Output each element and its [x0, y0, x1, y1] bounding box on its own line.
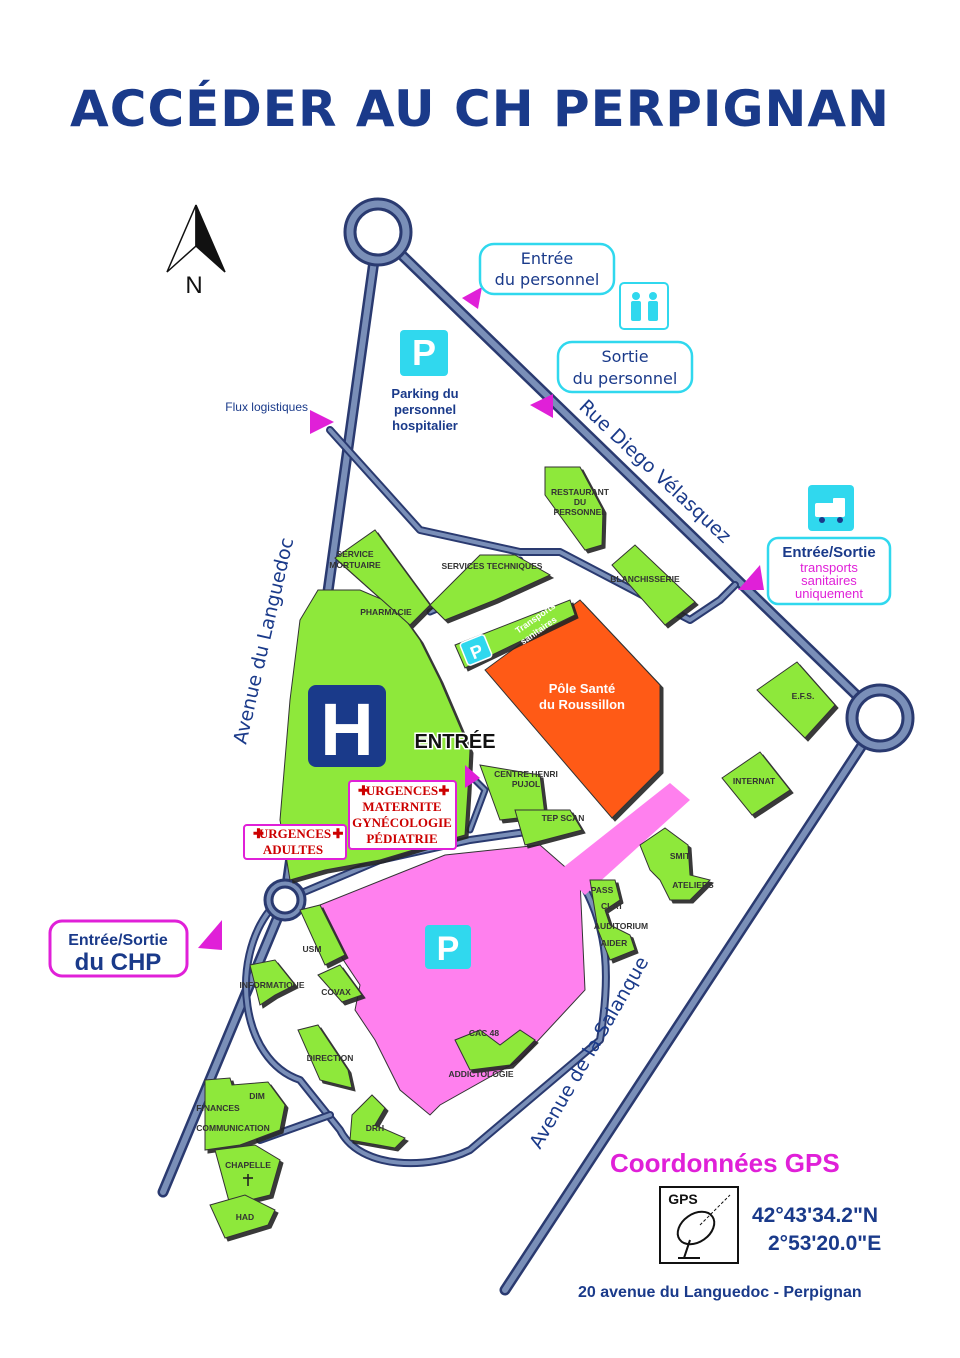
north-arrow-icon: N — [166, 204, 226, 299]
svg-text:H: H — [320, 688, 373, 771]
page-title: ACCÉDER AU CH PERPIGNAN — [70, 80, 890, 138]
arrow-transports — [738, 565, 764, 590]
callout-urgences-maternite: ✚ URGENCES ✚ MATERNITE GYNÉCOLOGIE PÉDIA… — [348, 780, 457, 850]
chapel-cross-icon — [243, 1174, 253, 1186]
svg-text:URGENCES: URGENCES — [259, 826, 331, 841]
svg-text:Sortie: Sortie — [601, 347, 648, 366]
svg-text:DU: DU — [574, 497, 586, 507]
svg-text:ADULTES: ADULTES — [263, 842, 323, 857]
svg-text:SMIT: SMIT — [670, 851, 691, 861]
svg-text:CAC 48: CAC 48 — [469, 1028, 500, 1038]
parking-p-letter: P — [412, 332, 436, 373]
access-arrows — [198, 287, 764, 950]
svg-text:SERVICES TECHNIQUES: SERVICES TECHNIQUES — [442, 561, 543, 571]
entree-label: ENTRÉE — [414, 730, 495, 753]
svg-text:N: N — [185, 272, 202, 299]
svg-text:TEP SCAN: TEP SCAN — [542, 813, 585, 823]
svg-text:hospitalier: hospitalier — [392, 418, 458, 433]
svg-text:✚: ✚ — [333, 826, 344, 841]
svg-text:du personnel: du personnel — [495, 270, 600, 289]
svg-text:DIRECTION: DIRECTION — [307, 1053, 354, 1063]
svg-text:CLAT: CLAT — [601, 901, 624, 911]
svg-text:E.F.S.: E.F.S. — [792, 691, 815, 701]
callout-urgences-adultes: ✚ URGENCES ✚ ADULTES — [243, 824, 347, 860]
svg-text:CHAPELLE: CHAPELLE — [225, 1160, 271, 1170]
svg-text:USM: USM — [303, 944, 322, 954]
avenue-languedoc-label: Avenue du Languedoc — [229, 536, 298, 747]
svg-text:MATERNITE: MATERNITE — [362, 799, 441, 814]
pole-sante-label: Pôle Santé du Roussillon — [539, 681, 625, 712]
callout-entree-sortie-chp: Entrée/Sortie du CHP — [48, 919, 189, 978]
svg-text:URGENCES: URGENCES — [366, 783, 438, 798]
svg-text:GPS: GPS — [668, 1191, 698, 1207]
svg-text:GYNÉCOLOGIE: GYNÉCOLOGIE — [352, 815, 452, 830]
hospital-icon: H — [308, 685, 386, 771]
address: 20 avenue du Languedoc - Perpignan — [578, 1284, 862, 1301]
main-parking-icon: P — [425, 925, 471, 969]
svg-text:FINANCES: FINANCES — [196, 1103, 240, 1113]
flux-logistiques-label: Flux logistiques — [225, 400, 308, 414]
parking-personnel-label: Parking du personnel hospitalier — [391, 386, 458, 433]
svg-text:P: P — [437, 930, 460, 968]
svg-text:Entrée/Sortie: Entrée/Sortie — [782, 544, 875, 561]
svg-text:HAD: HAD — [236, 1212, 254, 1222]
svg-text:PUJOL: PUJOL — [512, 779, 540, 789]
ambulance-icon — [808, 485, 854, 531]
staff-icon — [619, 282, 669, 330]
svg-text:ATELIERS: ATELIERS — [672, 880, 714, 890]
svg-text:COVAX: COVAX — [321, 987, 351, 997]
svg-text:personnel: personnel — [394, 402, 456, 417]
svg-text:du Roussillon: du Roussillon — [539, 697, 625, 712]
svg-text:du personnel: du personnel — [573, 369, 678, 388]
svg-text:Pôle Santé: Pôle Santé — [549, 681, 615, 696]
svg-text:✚: ✚ — [253, 826, 264, 841]
gps-title: Coordonnées GPS — [610, 1148, 840, 1178]
svg-text:MORTUAIRE: MORTUAIRE — [329, 560, 381, 570]
svg-text:INFORMATIQUE: INFORMATIQUE — [239, 980, 304, 990]
svg-text:transports: transports — [800, 560, 858, 575]
arrow-flux-logistiques — [310, 410, 334, 434]
arrow-entree-personnel — [462, 287, 482, 309]
svg-text:DIM: DIM — [249, 1091, 265, 1101]
svg-text:✚: ✚ — [439, 783, 450, 798]
svg-text:uniquement: uniquement — [795, 586, 863, 601]
parking-personnel-icon: P — [400, 330, 448, 376]
gps-longitude: 2°53'20.0"E — [768, 1232, 882, 1255]
svg-text:sanitaires: sanitaires — [801, 573, 857, 588]
small-buildings — [204, 466, 836, 1239]
svg-text:COMMUNICATION: COMMUNICATION — [196, 1123, 270, 1133]
svg-text:SERVICE: SERVICE — [336, 549, 373, 559]
svg-text:du CHP: du CHP — [75, 949, 162, 976]
svg-text:PÉDIATRIE: PÉDIATRIE — [366, 831, 437, 846]
svg-text:PERSONNEL: PERSONNEL — [554, 507, 607, 517]
gps-satellite-icon: GPS — [659, 1186, 739, 1264]
arrow-entree — [465, 765, 480, 788]
svg-text:PASS: PASS — [591, 885, 614, 895]
svg-text:ADDICTOLOGIE: ADDICTOLOGIE — [448, 1069, 513, 1079]
callout-transports-sanitaires: Entrée/Sortie transports sanitaires uniq… — [766, 536, 892, 606]
svg-text:CENTRE HENRI: CENTRE HENRI — [494, 769, 558, 779]
svg-text:INTERNAT: INTERNAT — [733, 776, 776, 786]
svg-text:AUDITORIUM: AUDITORIUM — [594, 921, 648, 931]
svg-text:Entrée: Entrée — [521, 249, 573, 268]
callout-entree-personnel: Entrée du personnel — [478, 242, 616, 296]
svg-text:RESTAURANT: RESTAURANT — [551, 487, 610, 497]
arrow-sortie-personnel — [530, 394, 553, 418]
building-labels: RESTAURANT DU PERSONNEL SERVICE MORTUAIR… — [196, 487, 814, 1222]
svg-text:BLANCHISSERIE: BLANCHISSERIE — [610, 574, 680, 584]
svg-text:✚: ✚ — [358, 783, 369, 798]
arrow-chp — [198, 920, 222, 950]
svg-text:Parking du: Parking du — [391, 386, 458, 401]
svg-text:PHARMACIE: PHARMACIE — [360, 607, 412, 617]
gps-latitude: 42°43'34.2"N — [752, 1204, 879, 1227]
svg-text:Entrée/Sortie: Entrée/Sortie — [68, 932, 168, 949]
callout-sortie-personnel: Sortie du personnel — [556, 340, 694, 394]
svg-text:AIDER: AIDER — [601, 938, 627, 948]
roundabouts — [263, 197, 915, 922]
svg-text:DRH: DRH — [366, 1123, 384, 1133]
